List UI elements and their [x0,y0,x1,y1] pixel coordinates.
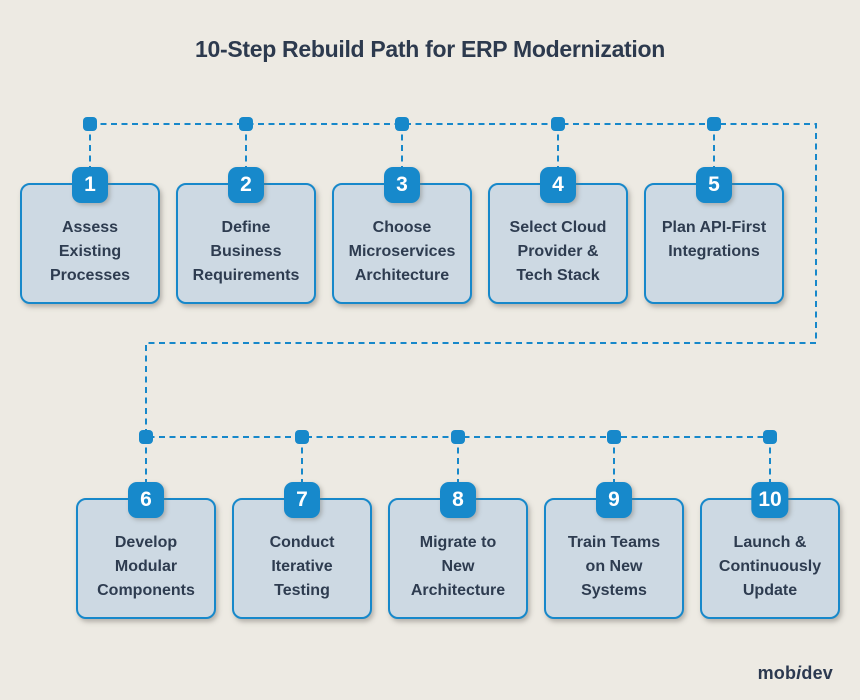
step-number-badge: 6 [128,482,164,518]
step-number-badge: 3 [384,167,420,203]
step-card-6: 6 Develop Modular Components [76,482,216,619]
step-card-8: 8 Migrate to New Architecture [388,482,528,619]
step-card-5: 5 Plan API-First Integrations [644,167,784,304]
step-label: Select Cloud Provider & Tech Stack [509,219,607,284]
connector-node-icon [239,117,253,131]
mobidev-logo: mobidev [758,663,833,684]
step-number-badge: 10 [751,482,789,518]
step-label: Plan API-First Integrations [661,219,767,260]
step-card-9: 9 Train Teams on New Systems [544,482,684,619]
step-card-1: 1 Assess Existing Processes [20,167,160,304]
connector-node-icon [607,430,621,444]
step-number-badge: 9 [596,482,632,518]
connector-node-icon [763,430,777,444]
connector-node-icon [83,117,97,131]
step-card-2: 2 Define Business Requirements [176,167,316,304]
logo-part: dev [801,663,833,683]
logo-part-italic-i: i [796,663,802,683]
step-card-7: 7 Conduct Iterative Testing [232,482,372,619]
step-number-badge: 2 [228,167,264,203]
step-label: Launch & Continuously Update [718,534,822,599]
page-title: 10-Step Rebuild Path for ERP Modernizati… [194,36,666,62]
connector-node-icon [551,117,565,131]
connector-node-icon [395,117,409,131]
step-label: Choose Microservices Architecture [348,219,456,284]
connector-node-icon [295,430,309,444]
step-number-badge: 1 [72,167,108,203]
step-number-badge: 4 [540,167,576,203]
step-label: Define Business Requirements [192,219,300,284]
step-number-badge: 8 [440,482,476,518]
step-number-badge: 5 [696,167,732,203]
step-label: Migrate to New Architecture [410,534,506,599]
connector-node-icon [139,430,153,444]
step-label: Develop Modular Components [97,534,195,599]
step-card-3: 3 Choose Microservices Architecture [332,167,472,304]
step-label: Assess Existing Processes [49,219,131,284]
step-card-10: 10 Launch & Continuously Update [700,482,840,619]
step-label: Train Teams on New Systems [567,534,661,599]
step-label: Conduct Iterative Testing [269,534,335,599]
step-card-4: 4 Select Cloud Provider & Tech Stack [488,167,628,304]
connector-node-icon [451,430,465,444]
step-number-badge: 7 [284,482,320,518]
logo-part: mob [757,663,797,683]
connector-node-icon [707,117,721,131]
